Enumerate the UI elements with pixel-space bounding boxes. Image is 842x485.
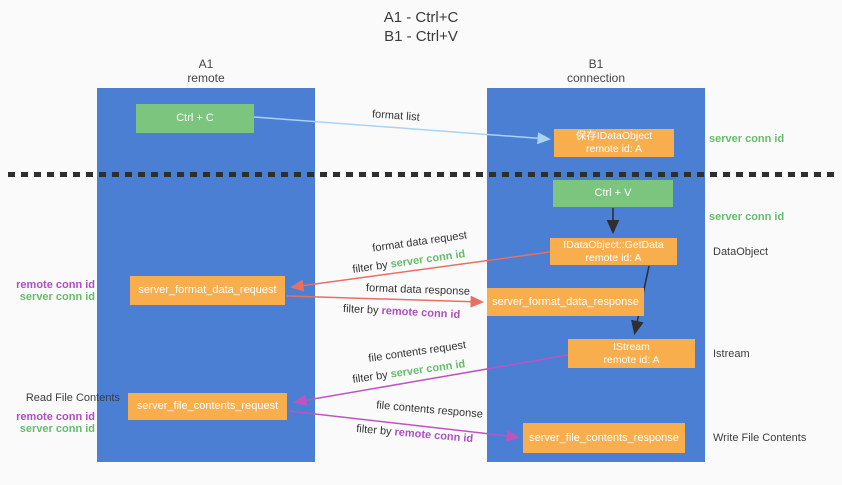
server-conn-id-text: server conn id [389,358,466,381]
server-conn-id-text: server conn id [389,248,466,271]
left-column-header: A1 remote [146,57,266,85]
filter-by-text: filter by [355,422,393,438]
istream-side-label: Istream [713,348,750,360]
filter-by-text: filter by [351,259,389,276]
remote-conn-id-text: remote conn id [394,426,474,446]
file-response-label: server_file_contents_response [529,431,679,444]
remote-conn-id-text: remote conn id [381,304,461,322]
server-conn-id-top-label: server conn id [709,133,785,145]
istream-node: IStream remote id: A [568,339,695,368]
getdata-node: IDataObject::GetData remote id: A [550,238,677,265]
right-column-name: B1 [588,57,604,71]
file-request-ids-group: remote conn id server conn id [10,411,95,435]
right-column-header: B1 connection [536,57,656,85]
read-file-contents-label: Read File Contents [25,392,120,404]
filter-by-text: filter by [351,369,389,386]
istream-line1: IStream [613,340,650,353]
ctrl-c-label: Ctrl + C [176,112,214,124]
format-response-node: server_format_data_response [487,288,644,316]
istream-line2: remote id: A [603,353,660,366]
format-list-label: format list [371,108,421,124]
file-request-node: server_file_contents_request [128,393,287,420]
ctrl-v-label: Ctrl + V [594,187,632,199]
left-column-name: A1 [198,57,214,71]
write-file-contents-label: Write File Contents [713,432,807,444]
format-request-ids-group: remote conn id server conn id [10,279,95,303]
right-column-subtitle: connection [566,71,626,85]
title-line-copy: A1 - Ctrl+C [383,9,459,26]
format-request-node: server_format_data_request [130,276,285,305]
getdata-line2: remote id: A [585,251,642,264]
format-response-label: server_format_data_response [492,295,639,308]
server-conn-id-mid-label: server conn id [709,211,785,223]
file-contents-response-label: file contents response [375,399,484,421]
remote-conn-id-format-label: remote conn id [16,279,95,291]
file-request-label: server_file_contents_request [136,400,279,412]
dataobject-label: DataObject [713,246,769,258]
save-dataobject-line1: 保存IDataObject [575,130,653,142]
remote-conn-id-file-label: remote conn id [16,411,95,423]
format-data-response-label: format data response [365,282,471,298]
machine-boundary-dashed-line [8,172,836,177]
filter-by-text: filter by [342,302,379,317]
title-line-paste: B1 - Ctrl+V [384,28,458,45]
server-conn-id-file-label: server conn id [19,423,95,435]
left-column-subtitle: remote [187,71,225,85]
ctrl-v-node: Ctrl + V [553,180,673,207]
file-response-node: server_file_contents_response [523,423,685,453]
server-conn-id-format-label: server conn id [19,291,95,303]
format-request-label: server_format_data_request [138,284,277,296]
format-data-request-filter-label: filter byserver conn id [352,248,466,276]
save-dataobject-line2: remote id: A [585,143,643,155]
save-dataobject-node: 保存IDataObject remote id: A [554,129,674,157]
diagram-title: A1 - Ctrl+C B1 - Ctrl+V [0,8,842,46]
ctrl-c-node: Ctrl + C [136,104,254,133]
getdata-line1: IDataObject::GetData [563,238,664,251]
